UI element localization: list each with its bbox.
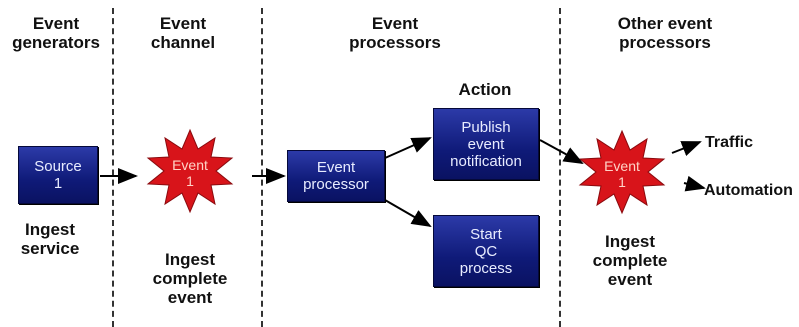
event-star-2-label: Event 1	[604, 158, 640, 190]
ingest-complete-event-caption-1: Ingest complete event	[152, 250, 228, 307]
event-processor-box: Event processor	[287, 150, 385, 202]
event-processor-box-label: Event processor	[303, 159, 369, 193]
event-star-1	[146, 128, 234, 214]
ingest-service-caption: Ingest service	[20, 220, 80, 258]
header-event-processors: Event processors	[349, 14, 441, 52]
header-action: Action	[458, 80, 512, 99]
arrow-processor-to-qc	[384, 199, 432, 228]
arrow-to-automation	[683, 175, 706, 192]
arrow-processor-to-publish	[384, 137, 432, 159]
traffic-label: Traffic	[705, 134, 754, 151]
header-event-generators: Event generators	[12, 14, 100, 52]
start-qc-process-box: Start QC process	[433, 215, 539, 287]
start-qc-process-box-label: Start QC process	[459, 225, 513, 277]
divider-2	[261, 8, 263, 327]
header-other-event-processors: Other event processors	[617, 14, 713, 52]
arrow-publish-to-event	[539, 139, 584, 164]
source-box: Source 1	[18, 146, 98, 204]
divider-1	[112, 8, 114, 327]
automation-label: Automation	[704, 182, 793, 199]
publish-notification-box: Publish event notification	[433, 108, 539, 180]
arrow-to-traffic	[671, 141, 702, 157]
event-star-1-label: Event 1	[172, 157, 208, 189]
source-box-label: Source 1	[34, 158, 82, 192]
header-event-channel: Event channel	[150, 14, 216, 52]
divider-3	[559, 8, 561, 327]
ingest-complete-event-caption-2: Ingest complete event	[592, 232, 668, 289]
event-star-2	[578, 129, 666, 215]
publish-notification-box-label: Publish event notification	[450, 118, 522, 170]
